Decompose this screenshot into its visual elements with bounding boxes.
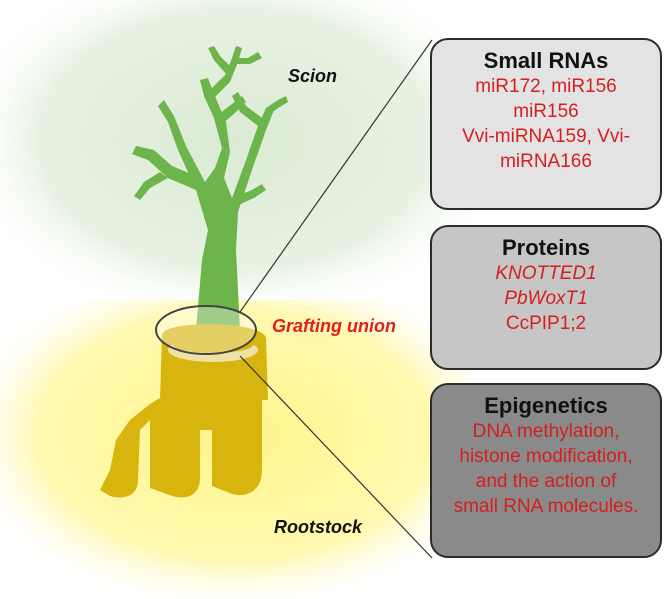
small-rnas-line: miR172, miR156 [475,76,617,97]
grafting-union-label: Grafting union [272,316,396,336]
proteins-panel: Proteins KNOTTED1 PbWoxT1 CcPIP1;2 [430,225,662,370]
small-rnas-line: miRNA166 [500,151,592,172]
rootstock-plant [100,324,268,498]
epigenetics-line: histone modification, [459,446,633,467]
proteins-title: Proteins [501,235,591,260]
epigenetics-title: Epigenetics [484,393,608,418]
epigenetics-line: and the action of [475,471,617,492]
connector-line-top [239,39,433,313]
epigenetics-line: small RNA molecules. [453,496,639,517]
small-rnas-line: Vvi-miRNA159, Vvi- [462,126,630,147]
grafting-union-ring [155,305,257,355]
epigenetics-panel: Epigenetics DNA methylation, histone mod… [430,383,662,558]
proteins-line: PbWoxT1 [504,288,588,309]
small-rnas-line: miR156 [513,101,579,122]
epigenetics-line: DNA methylation, [472,421,620,442]
small-rnas-title: Small RNAs [483,48,609,73]
rootstock-label: Rootstock [274,517,363,537]
scion-label: Scion [288,66,338,86]
connector-line-bottom [239,355,433,559]
small-rnas-panel: Small RNAs miR172, miR156 miR156 Vvi-miR… [430,38,662,210]
proteins-line: KNOTTED1 [495,263,597,284]
scion-tree [132,46,288,330]
proteins-line: CcPIP1;2 [505,313,587,334]
